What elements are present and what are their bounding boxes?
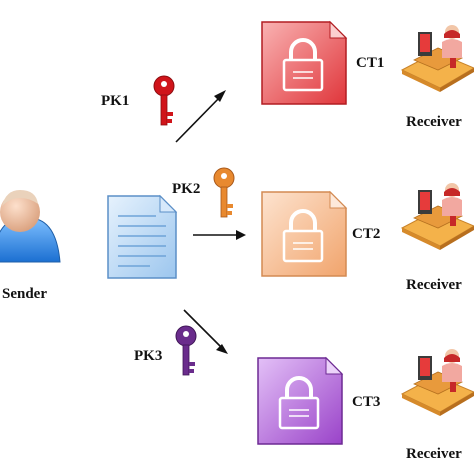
sender-label: Sender bbox=[2, 286, 47, 302]
receiver-3-label: Receiver bbox=[406, 446, 462, 462]
ciphertext-ct3-icon bbox=[257, 356, 344, 445]
key-pk3-icon bbox=[175, 325, 197, 376]
receiver-2-label: Receiver bbox=[406, 277, 462, 293]
receiver-2-icon bbox=[401, 182, 474, 251]
receiver-3-icon bbox=[401, 348, 474, 417]
arrow-to-ct3 bbox=[183, 309, 228, 354]
key-pk2-icon bbox=[213, 167, 235, 218]
receiver-1-label: Receiver bbox=[406, 114, 462, 130]
arrow-to-ct2 bbox=[193, 230, 246, 240]
key-pk2-label: PK2 bbox=[172, 181, 201, 197]
ciphertext-ct2-icon bbox=[261, 190, 348, 277]
ciphertext-ct3-label: CT3 bbox=[352, 394, 381, 410]
ciphertext-ct1-icon bbox=[261, 20, 348, 105]
plaintext-document-icon bbox=[107, 194, 178, 279]
arrow-to-ct1 bbox=[175, 90, 226, 143]
key-pk3-label: PK3 bbox=[134, 348, 163, 364]
ciphertext-ct1-label: CT1 bbox=[356, 55, 385, 71]
ciphertext-ct2-label: CT2 bbox=[352, 226, 381, 242]
sender-avatar-icon bbox=[0, 190, 61, 263]
key-pk1-icon bbox=[153, 75, 175, 126]
key-pk1-label: PK1 bbox=[101, 93, 130, 109]
receiver-1-icon bbox=[401, 24, 474, 93]
